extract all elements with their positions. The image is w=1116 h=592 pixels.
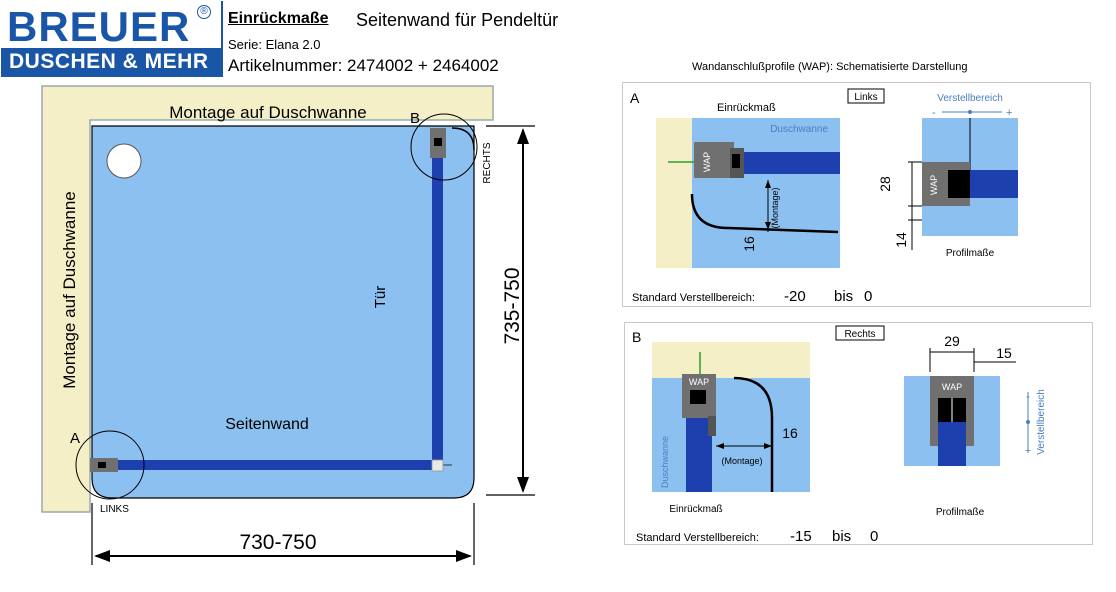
series-label: Serie: Elana 2.0 bbox=[228, 37, 321, 52]
brand-bar bbox=[1, 48, 221, 75]
marker-a: A bbox=[70, 430, 80, 447]
detail-b-side: Rechts bbox=[844, 329, 875, 340]
detail-b-letter: B bbox=[632, 329, 641, 345]
detail-b-minus: - bbox=[1026, 391, 1030, 403]
detail-b-adjust: Verstellbereich bbox=[1036, 389, 1047, 455]
dim-height: 735-750 bbox=[501, 267, 524, 344]
detail-b-title: Einrückmaß bbox=[669, 504, 722, 515]
detail-b-dim15: 15 bbox=[996, 345, 1012, 361]
label-rechts: RECHTS bbox=[482, 142, 493, 183]
detail-a-wap bbox=[694, 142, 734, 178]
detail-a-side: Links bbox=[854, 92, 877, 103]
detail-a-adjust: Verstellbereich bbox=[937, 93, 1003, 104]
drain-icon bbox=[106, 143, 142, 179]
detail-a-std-label: Standard Verstellbereich: bbox=[632, 292, 755, 304]
marker-b: B bbox=[410, 110, 420, 127]
sidewall-profile bbox=[96, 460, 442, 470]
shower-tray bbox=[91, 125, 475, 499]
brand-name-top: BREUER bbox=[7, 3, 191, 50]
detail-b-tray: Duschwanne bbox=[660, 436, 670, 488]
detail-a-profile: Profilmaße bbox=[946, 248, 995, 259]
detail-b-wap2: WAP bbox=[942, 382, 962, 392]
detail-b-profile: Profilmaße bbox=[936, 507, 985, 518]
brand-name-bottom: DUSCHEN & MEHR bbox=[9, 50, 209, 73]
marker-circle-b bbox=[410, 113, 478, 181]
detail-a-wap-label: WAP bbox=[702, 152, 712, 172]
detail-a-std-bis: bis bbox=[834, 288, 853, 305]
detail-a-title: Einrückmaß bbox=[717, 102, 776, 114]
article-number: Artikelnummer: 2474002 + 2464002 bbox=[228, 56, 499, 75]
detail-a-plus: + bbox=[1006, 107, 1012, 119]
detail-a-minus: - bbox=[932, 107, 936, 119]
detail-a-wap2: WAP bbox=[929, 175, 939, 195]
detail-a-dim14: 14 bbox=[893, 232, 909, 248]
detail-b-dim16: 16 bbox=[782, 425, 798, 441]
label-mount-top: Montage auf Duschwanne bbox=[169, 103, 367, 122]
detail-b-std-bis: bis bbox=[832, 528, 851, 545]
detail-b-std-from: -15 bbox=[790, 528, 812, 545]
detail-a-dim28: 28 bbox=[877, 176, 893, 192]
label-sidewall: Seitenwand bbox=[225, 416, 309, 433]
label-door: Tür bbox=[372, 286, 389, 309]
detail-a-tray: Duschwanne bbox=[770, 124, 828, 135]
marker-circle-a bbox=[75, 430, 145, 500]
dim-width: 730-750 bbox=[239, 531, 316, 554]
detail-a-dim16: 16 bbox=[741, 236, 757, 252]
corner-connector bbox=[431, 459, 444, 472]
wall-l-shape bbox=[41, 85, 494, 513]
detail-b-std-label: Standard Verstellbereich: bbox=[636, 532, 759, 544]
detail-a-letter: A bbox=[630, 90, 640, 106]
brand-logo: BREUER ® DUSCHEN & MEHR bbox=[1, 1, 223, 77]
registered-mark: ® bbox=[197, 5, 211, 19]
page-subtitle: Seitenwand für Pendeltür bbox=[356, 10, 559, 30]
plan-drawing: Montage auf Duschwanne Montage auf Dusch… bbox=[41, 85, 535, 565]
wap-caption: Wandanschlußprofile (WAP): Schematisiert… bbox=[692, 61, 968, 73]
detail-b-plus: + bbox=[1025, 445, 1031, 457]
door-profile bbox=[432, 152, 443, 464]
detail-b-std-to: 0 bbox=[870, 528, 878, 545]
detail-b-dim29: 29 bbox=[944, 333, 960, 349]
detail-b-montage: (Montage) bbox=[721, 456, 762, 466]
detail-b-panel: B Rechts Duschwanne WAP (Montage) 16 Ein… bbox=[624, 322, 1093, 545]
detail-a-montage: (Montage) bbox=[770, 187, 780, 228]
page-title: Einrückmaße bbox=[228, 10, 329, 27]
detail-a-panel: A Einrückmaß Links Duschwanne WAP (Monta… bbox=[622, 82, 1091, 307]
label-mount-left: Montage auf Duschwanne bbox=[60, 191, 79, 389]
detail-a-std-from: -20 bbox=[784, 288, 806, 305]
detail-b-wap-label: WAP bbox=[689, 377, 709, 387]
detail-a-std-to: 0 bbox=[864, 288, 872, 305]
label-links: LINKS bbox=[100, 504, 129, 515]
